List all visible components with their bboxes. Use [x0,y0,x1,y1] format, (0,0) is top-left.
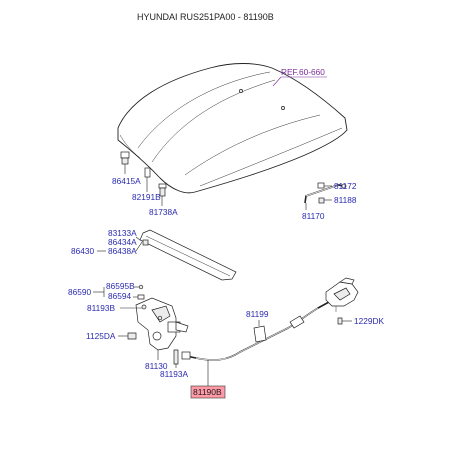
part-label-86430[interactable]: 86430 [71,246,94,256]
stay-rod-grommet-81188[interactable] [318,197,332,204]
latch-bolt-81193b[interactable] [120,304,147,310]
hood-panel[interactable] [117,63,348,194]
hood-release-handle[interactable] [325,277,359,312]
part-label-81170[interactable]: 81170 [302,211,325,221]
hood-weatherstrip-clip-82191b[interactable] [144,167,151,192]
latch-bolt-81193a[interactable] [173,349,179,368]
part-label-1229dk[interactable]: 1229DK [354,316,384,326]
cable-clip-81199[interactable] [253,320,267,343]
latch-bolt-1125da[interactable] [118,332,137,340]
part-label-86594[interactable]: 86594 [108,291,131,301]
svg-text:REF.60-660: REF.60-660 [281,67,325,77]
stay-rod-holder-81172[interactable] [317,182,332,189]
highlighted-part-81190b[interactable]: 81190B [190,385,226,399]
part-label-81188[interactable]: 81188 [334,195,357,205]
part-label-82191b[interactable]: 82191B [132,192,161,202]
part-label-81172[interactable]: 81172 [334,181,357,191]
hood-weatherstrip-86430[interactable] [139,229,237,281]
diagram-title: HYUNDAI RUS251PA00 - 81190B [137,12,274,22]
part-label-86590[interactable]: 86590 [68,287,91,297]
reference-link[interactable]: REF.60-660 [272,67,327,87]
hood-bumper-86415a[interactable] [120,151,130,174]
part-label-86438a[interactable]: 86438A [108,246,137,256]
emblem-clip-86595b[interactable] [134,284,144,290]
part-label-86434a[interactable]: 86434A [108,237,137,247]
part-label-1125da[interactable]: 1125DA [86,331,116,341]
part-label-86595b[interactable]: 86595B [106,281,135,291]
part-label-81199[interactable]: 81199 [246,309,269,319]
hood-stopper-81738a[interactable] [158,183,167,206]
hood-stay-rod-81170[interactable] [304,183,347,210]
part-label-83133a[interactable]: 83133A [108,228,137,238]
part-label-81738a[interactable]: 81738A [149,207,178,217]
part-label-81130[interactable]: 81130 [145,361,168,371]
part-label-86415a[interactable]: 86415A [112,176,141,186]
svg-text:81190B: 81190B [193,387,222,397]
hood-latch-assembly-81130[interactable] [135,297,189,360]
part-label-81193b[interactable]: 81193B [87,303,115,313]
part-label-81193a[interactable]: 81193A [160,369,188,379]
emblem-86594[interactable] [133,294,145,300]
handle-bolt-1229dk[interactable] [337,317,352,325]
